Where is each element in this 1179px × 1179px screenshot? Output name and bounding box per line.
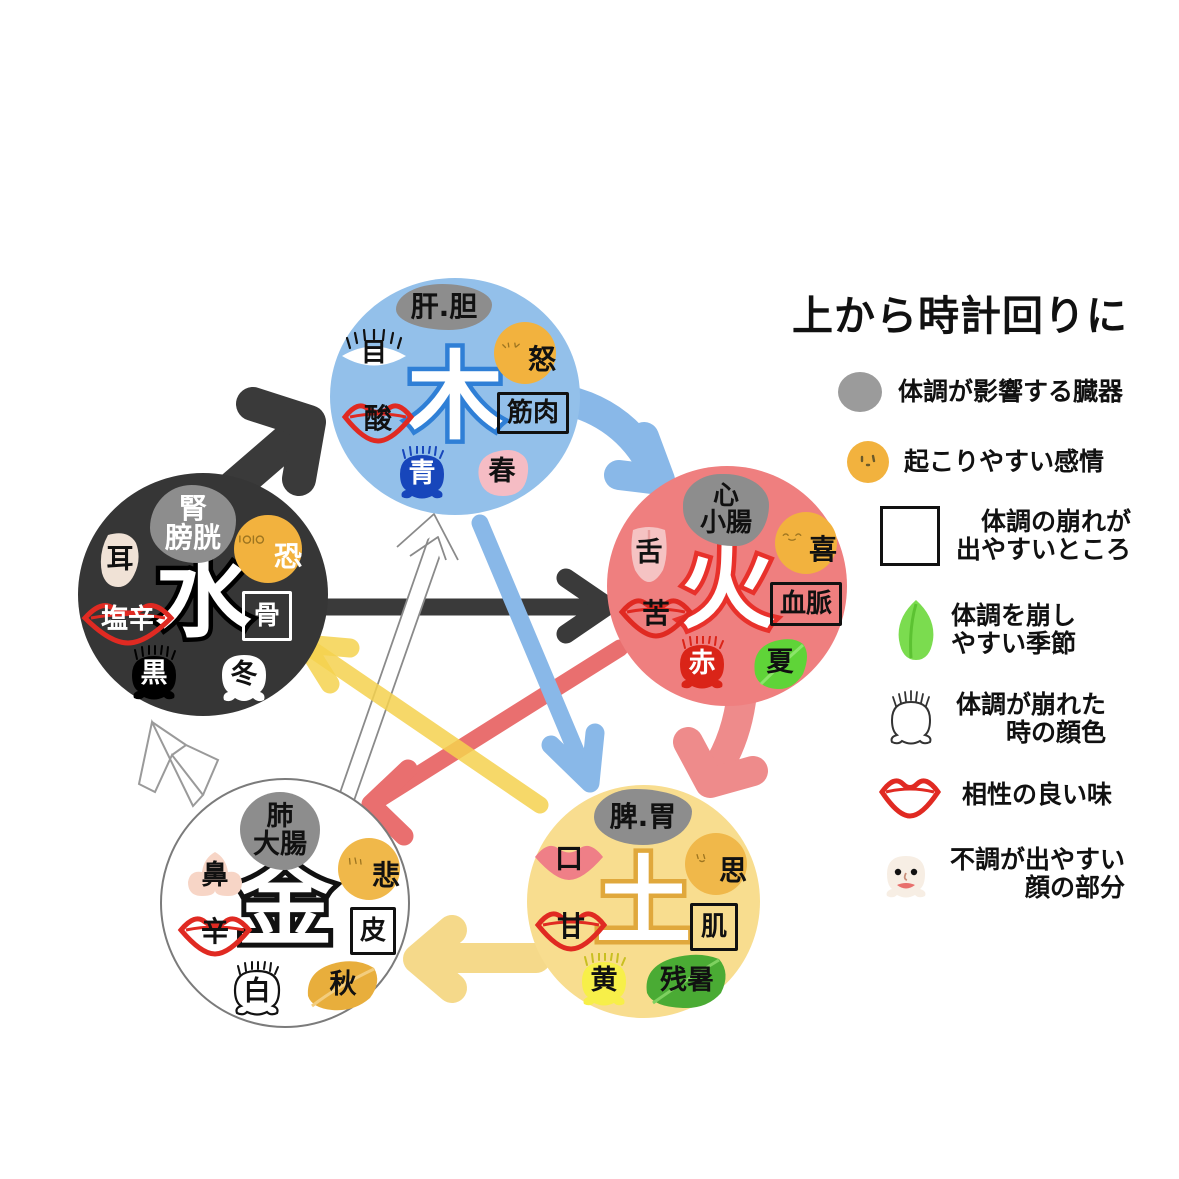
emotion-face-icon	[782, 533, 802, 541]
legend-label-season: 体調を崩し やすい季節	[951, 601, 1077, 658]
face-part-badge-metal: 鼻	[182, 850, 248, 902]
element-circle-metal[interactable]: 金 肺 大腸 鼻 悲 皮 辛	[160, 778, 410, 1028]
outline-head-icon	[880, 690, 942, 748]
face-color-badge-earth: 黄	[571, 953, 637, 1009]
eye-icon	[342, 329, 406, 366]
taste-badge-fire: 苦	[617, 588, 695, 640]
legend-row-season: 体調を崩し やすい季節	[895, 598, 1076, 662]
emotion-face-icon	[348, 857, 362, 865]
taste-badge-earth: 甘	[533, 901, 609, 953]
emotion-face-icon	[239, 535, 265, 544]
weak-spot-badge-metal: 皮	[350, 907, 396, 955]
taste-badge-water: 塩辛	[80, 593, 176, 647]
legend-row-emotion: 起こりやすい感情	[846, 440, 1104, 484]
orange-emotion-face-icon	[846, 440, 890, 484]
legend-row-face-part: 不調が出やすい 顔の部分	[876, 845, 1125, 903]
legend-row-face-color: 体調が崩れた 時の顔色	[880, 690, 1106, 748]
lips-icon	[341, 403, 415, 444]
taste-badge-metal: 辛	[176, 906, 254, 958]
organ-badge-water: 腎 膀胱	[150, 485, 236, 563]
element-circle-fire[interactable]: 火 心 小腸 舌 喜 血脈	[607, 466, 847, 706]
arrow-water-to-fire	[309, 568, 617, 644]
organ-badge-metal: 肺 大腸	[240, 792, 320, 870]
legend: 上から時計回りに	[782, 282, 1164, 342]
season-badge-earth: 残暑	[641, 951, 733, 1011]
weak-spot-badge-earth: 肌	[690, 903, 738, 951]
gold-leaf-icon	[307, 961, 378, 1011]
face-part-head-icon	[876, 845, 936, 903]
arrow-metal-to-water	[131, 706, 235, 814]
organ-badge-earth: 脾.胃	[594, 789, 692, 845]
lips-icon	[534, 911, 608, 952]
legend-label-emotion: 起こりやすい感情	[904, 447, 1105, 476]
season-badge-fire: 夏	[747, 634, 813, 692]
head-icon	[582, 953, 626, 1006]
legend-label-face-color: 体調が崩れた 時の顔色	[956, 690, 1107, 747]
legend-row-weak-spot: 体調の崩れが 出やすいところ	[880, 506, 1131, 566]
legend-title: 上から時計回りに	[792, 292, 1128, 340]
arrow-wood-to-earth	[471, 514, 605, 793]
green-leaf-icon	[754, 639, 807, 690]
face-part-badge-water: 耳	[94, 529, 146, 591]
empty-square-box-icon	[880, 506, 940, 566]
lips-icon	[177, 916, 253, 957]
face-color-badge-water: 黒	[120, 645, 188, 703]
organ-badge-fire: 心 小腸	[683, 474, 769, 546]
arrow-earth-to-metal	[403, 915, 551, 1003]
lips-icon	[81, 603, 175, 646]
arrow-fire-to-metal	[361, 639, 629, 846]
weak-spot-badge-wood: 筋肉	[497, 392, 569, 434]
legend-row-organ: 体調が影響する臓器	[836, 370, 1123, 414]
weak-spot-badge-fire: 血脈	[770, 582, 842, 626]
emotion-face-icon	[502, 342, 520, 349]
legend-label-face-part: 不調が出やすい 顔の部分	[950, 845, 1126, 902]
legend-label-taste: 相性の良い味	[962, 780, 1113, 809]
emotion-badge-wood: 怒	[494, 322, 556, 384]
head-icon	[233, 961, 281, 1016]
emotion-face-icon	[696, 854, 706, 863]
face-color-badge-metal: 白	[224, 960, 290, 1018]
season-badge-wood: 春	[469, 444, 535, 500]
element-circle-water[interactable]: 水 腎 膀胱 耳 恐 骨	[78, 473, 328, 716]
lips-icon	[618, 598, 694, 639]
face-color-badge-fire: 赤	[669, 636, 735, 692]
mouth-icon	[535, 845, 603, 880]
head-icon	[400, 446, 444, 499]
element-circle-wood[interactable]: 木 肝.胆 目	[330, 278, 580, 515]
legend-label-organ: 体調が影響する臓器	[898, 377, 1124, 406]
emotion-badge-water: 恐	[234, 515, 302, 583]
organ-badge-wood: 肝.胆	[396, 284, 492, 330]
legend-label-weak-spot: 体調の崩れが 出やすいところ	[956, 507, 1132, 564]
red-lips-icon	[878, 770, 942, 820]
season-badge-water: 冬	[208, 645, 280, 705]
element-name-fire: 火	[675, 530, 780, 642]
face-color-badge-wood: 青	[388, 446, 456, 502]
emotion-badge-metal: 悲	[338, 838, 400, 900]
element-name-earth: 土	[591, 845, 696, 958]
head-icon	[132, 645, 176, 700]
face-part-badge-wood: 目	[338, 329, 410, 377]
nose-icon	[188, 852, 242, 896]
emotion-badge-earth: 思	[685, 833, 747, 895]
legend-row-taste: 相性の良い味	[878, 770, 1112, 820]
gray-organ-blob-icon	[836, 370, 884, 414]
element-name-wood: 木	[403, 340, 508, 453]
green-leaf-icon	[895, 598, 937, 662]
taste-badge-wood: 酸	[340, 393, 416, 445]
face-part-badge-earth: 口	[531, 835, 607, 883]
head-icon	[680, 636, 724, 689]
white-head-icon	[222, 655, 266, 702]
season-badge-metal: 秋	[302, 956, 384, 1014]
element-circle-earth[interactable]: 土 脾.胃 口 思 肌 甘	[527, 785, 760, 1018]
face-part-badge-fire: 舌	[623, 522, 675, 584]
pink-leaf-icon	[478, 450, 529, 496]
arrow-metal-to-wood	[333, 512, 459, 817]
ear-icon	[100, 533, 139, 587]
emotion-badge-fire: 喜	[775, 512, 837, 574]
tongue-icon	[631, 527, 667, 582]
green-leaf-icon	[646, 954, 726, 1009]
arrow-fire-to-earth	[673, 678, 768, 798]
weak-spot-badge-water: 骨	[242, 591, 292, 641]
